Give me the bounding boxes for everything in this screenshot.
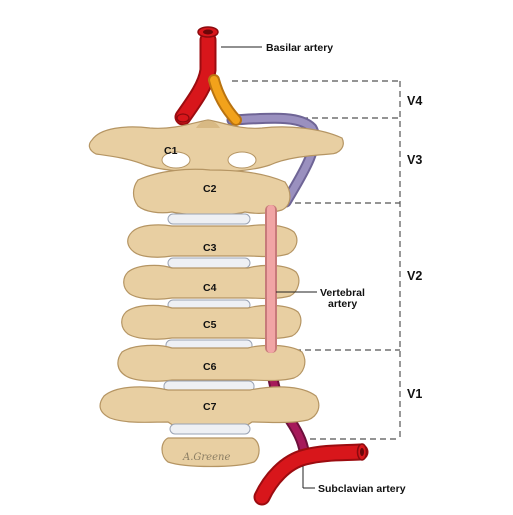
vertebra-c6 — [117, 344, 306, 382]
vertebra-label-c1: C1 — [164, 145, 178, 157]
segment-bracket — [232, 80, 401, 440]
vertebra-c5 — [121, 304, 302, 340]
basilar-artery-shape — [174, 26, 219, 126]
vertebra-c7 — [99, 386, 320, 433]
vertebra-c4 — [123, 264, 300, 300]
segment-label-v1: V1 — [407, 387, 422, 401]
vertebra-label-c7: C7 — [203, 401, 217, 413]
basilar-artery-label: Basilar artery — [266, 42, 333, 54]
vertebra-label-c2: C2 — [203, 183, 217, 195]
segment-label-v3: V3 — [407, 153, 422, 167]
vertebra-label-c4: C4 — [203, 282, 217, 294]
vertebra-c2 — [132, 168, 291, 216]
vertebra-label-c6: C6 — [203, 361, 217, 373]
subclavian-artery-shape — [253, 443, 369, 506]
vertebra-c3 — [127, 224, 298, 258]
vertebral-artery-label-line1: Vertebral — [320, 287, 365, 299]
vertebra-label-c3: C3 — [203, 242, 217, 254]
artist-signature: A.Greene — [182, 452, 230, 463]
segment-label-v2: V2 — [407, 269, 422, 283]
vertebra-c1 — [88, 119, 344, 173]
vertebra-t1 — [161, 437, 260, 468]
v4-segment-shape — [208, 74, 242, 126]
segment-label-v4: V4 — [407, 94, 422, 108]
subclavian-artery-label: Subclavian artery — [318, 483, 406, 495]
vertebra-label-c5: C5 — [203, 319, 217, 331]
vertebral-artery-label-line2: artery — [328, 298, 357, 310]
v2-segment-shape — [265, 205, 277, 353]
vertebral-column — [88, 119, 344, 468]
